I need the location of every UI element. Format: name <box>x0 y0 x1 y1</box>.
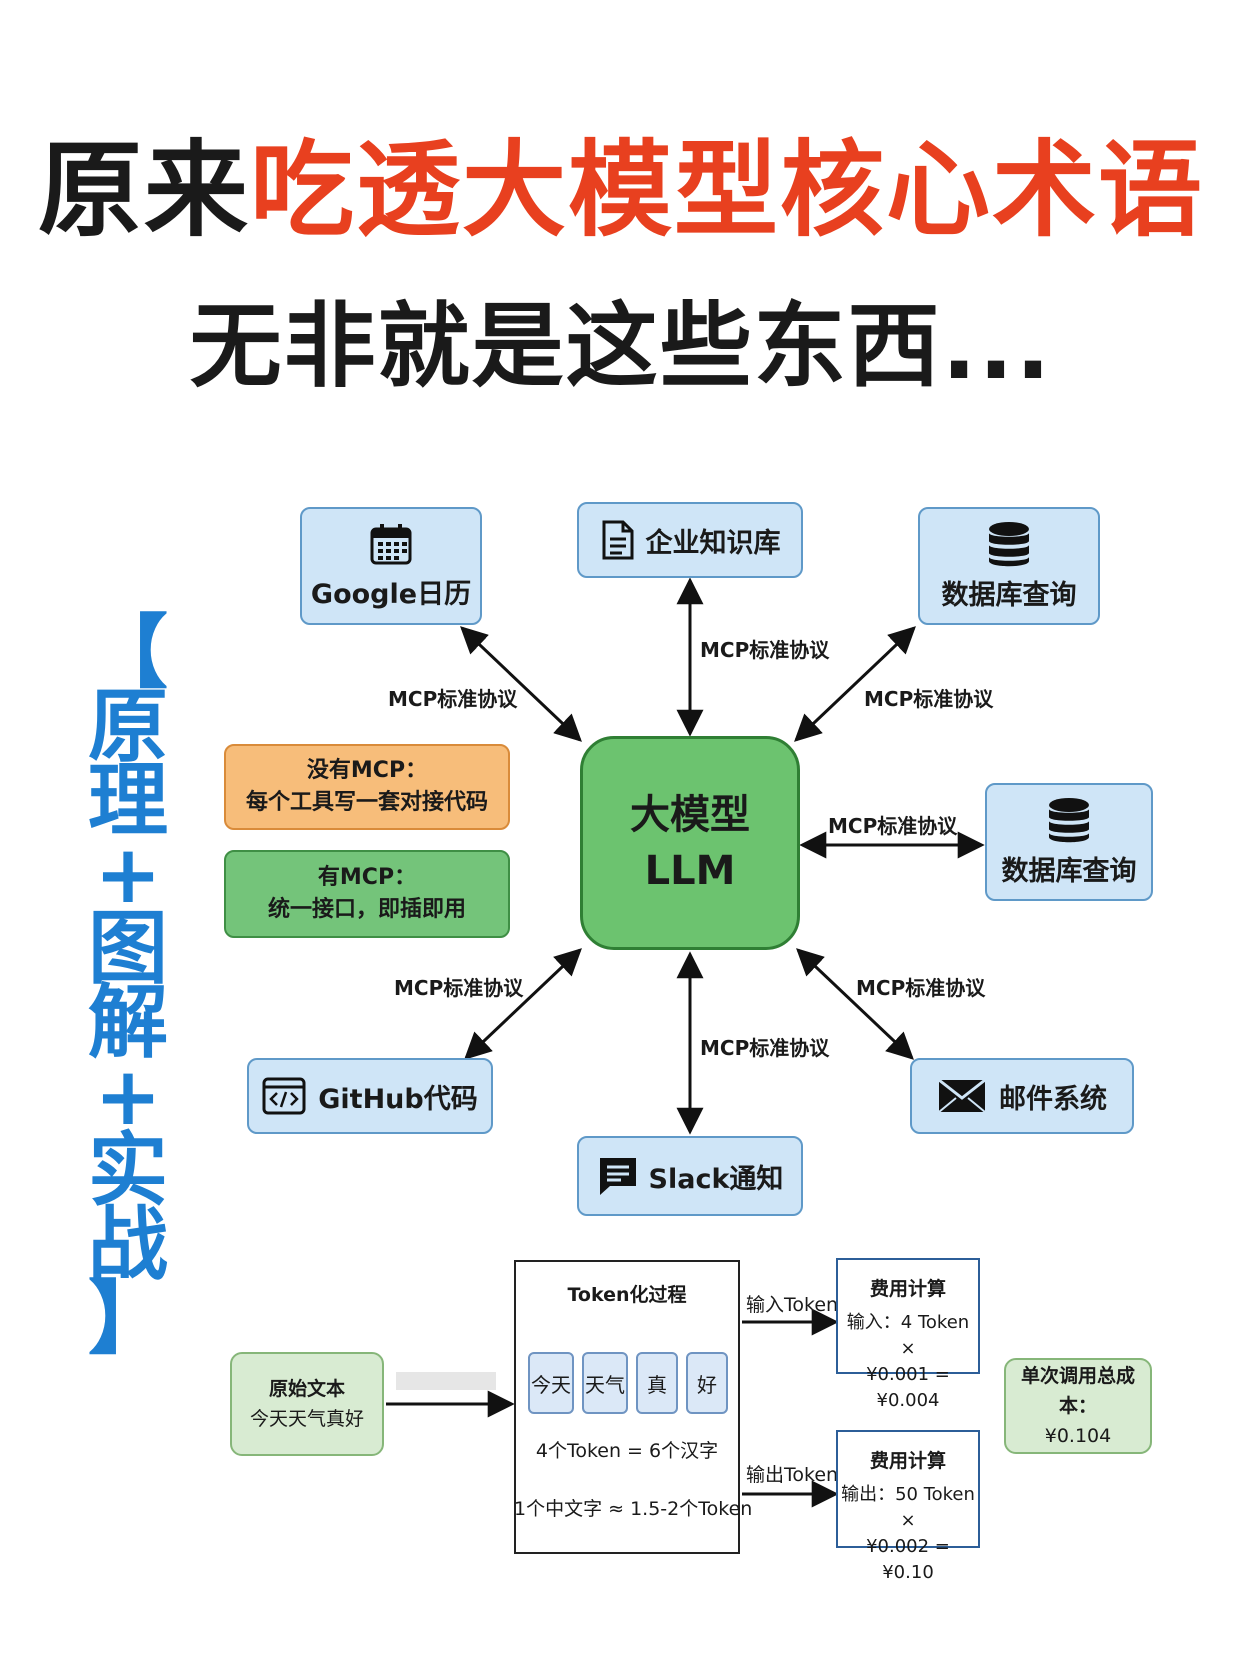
source-text: 今天天气真好 <box>249 1408 364 1430</box>
edge-label-db-right: MCP标准协议 <box>828 814 958 838</box>
token-cell: 今天 <box>528 1352 574 1414</box>
total-value: ¥0.104 <box>1044 1425 1112 1447</box>
note-title: 有MCP： <box>317 865 417 890</box>
output-token-label: 输出Token <box>746 1464 839 1486</box>
source-title: 原始文本 <box>268 1378 345 1400</box>
side-char: 图 <box>88 902 168 995</box>
edge-label-slack: MCP标准协议 <box>700 1036 830 1060</box>
chat-icon <box>599 1158 636 1195</box>
database-icon <box>989 521 1029 566</box>
token-cell: 天气 <box>582 1352 628 1414</box>
node-mail-system: 邮件系统 <box>910 1058 1134 1134</box>
note-without-mcp: 没有MCP： 每个工具写一套对接代码 <box>224 744 510 830</box>
side-char: 【 <box>88 606 168 699</box>
note-title: 没有MCP： <box>306 758 428 783</box>
side-char: 解 <box>88 976 168 1069</box>
database-icon <box>1049 797 1089 842</box>
page-title-line2: 无非就是这些东西... <box>189 293 1053 400</box>
title-red-part: 吃透大模型核心术语 <box>250 129 1205 251</box>
side-char: 】 <box>88 1272 168 1365</box>
process-title: Token化过程 <box>567 1284 687 1306</box>
fee-line: ¥0.002 = ¥0.10 <box>866 1536 950 1583</box>
node-label: Google日历 <box>310 578 472 610</box>
node-slack: Slack通知 <box>577 1136 803 1216</box>
fee-line: ¥0.001 = ¥0.004 <box>866 1364 950 1411</box>
fee-line: 输入：4 Token × <box>846 1312 970 1359</box>
token-count-note: 4个Token = 6个汉字 <box>535 1440 719 1462</box>
calendar-icon <box>370 523 412 564</box>
node-knowledge-base: 企业知识库 <box>577 502 803 578</box>
edge-label-kb: MCP标准协议 <box>700 638 830 662</box>
node-label: 邮件系统 <box>999 1083 1107 1115</box>
token-ratio-note: 1个中文字 ≈ 1.5-2个Token <box>514 1498 753 1520</box>
node-label: Slack通知 <box>648 1163 784 1195</box>
token-cell: 真 <box>636 1352 678 1414</box>
node-google-calendar: Google日历 <box>300 507 482 625</box>
node-label: 数据库查询 <box>1001 855 1137 887</box>
edge-label-db-top: MCP标准协议 <box>864 687 994 711</box>
llm-center-node: 大模型 LLM <box>580 736 800 950</box>
node-label: 企业知识库 <box>645 527 781 559</box>
node-database-query-right: 数据库查询 <box>985 783 1153 901</box>
document-icon <box>602 520 633 560</box>
fee-title: 费用计算 <box>869 1450 946 1472</box>
note-body: 每个工具写一套对接代码 <box>245 790 488 815</box>
code-icon <box>262 1077 306 1115</box>
side-char: 原 <box>88 680 168 773</box>
edge-label-github: MCP标准协议 <box>394 976 524 1000</box>
side-char: 实 <box>88 1124 168 1217</box>
edge-label-mail: MCP标准协议 <box>856 976 986 1000</box>
node-database-query-top: 数据库查询 <box>918 507 1100 625</box>
fee-line: 输出：50 Token × <box>841 1484 975 1531</box>
total-cost-box: 单次调用总成本： ¥0.104 <box>1004 1358 1152 1454</box>
llm-label-cn: 大模型 <box>630 792 750 838</box>
node-label: GitHub代码 <box>318 1083 478 1115</box>
page-title-line1: 原来吃透大模型核心术语 <box>0 128 1242 253</box>
total-title: 单次调用总成本： <box>1020 1365 1135 1417</box>
envelope-icon <box>938 1078 986 1113</box>
side-char: + <box>94 828 162 921</box>
title-black-part: 原来 <box>37 129 250 251</box>
side-char: 理 <box>88 754 168 847</box>
fee-title: 费用计算 <box>869 1278 946 1300</box>
source-text-box: 原始文本 今天天气真好 <box>230 1352 384 1456</box>
edge-label-google: MCP标准协议 <box>388 687 518 711</box>
blurred-label <box>396 1372 496 1390</box>
note-body: 统一接口，即插即用 <box>267 897 466 922</box>
side-char: 战 <box>88 1198 168 1291</box>
arrow-github <box>464 948 582 1060</box>
node-github: GitHub代码 <box>247 1058 493 1134</box>
node-label: 数据库查询 <box>941 579 1077 611</box>
input-token-label: 输入Token <box>746 1294 839 1316</box>
side-char: + <box>94 1050 162 1143</box>
side-label: 【 原 理 + 图 解 + 实 战 】 <box>82 606 174 1365</box>
llm-label-en: LLM <box>644 848 736 894</box>
fee-output-box: 费用计算 输出：50 Token × ¥0.002 = ¥0.10 <box>836 1430 980 1583</box>
fee-input-box: 费用计算 输入：4 Token × ¥0.001 = ¥0.004 <box>836 1258 980 1411</box>
note-with-mcp: 有MCP： 统一接口，即插即用 <box>224 850 510 938</box>
token-cell: 好 <box>686 1352 728 1414</box>
